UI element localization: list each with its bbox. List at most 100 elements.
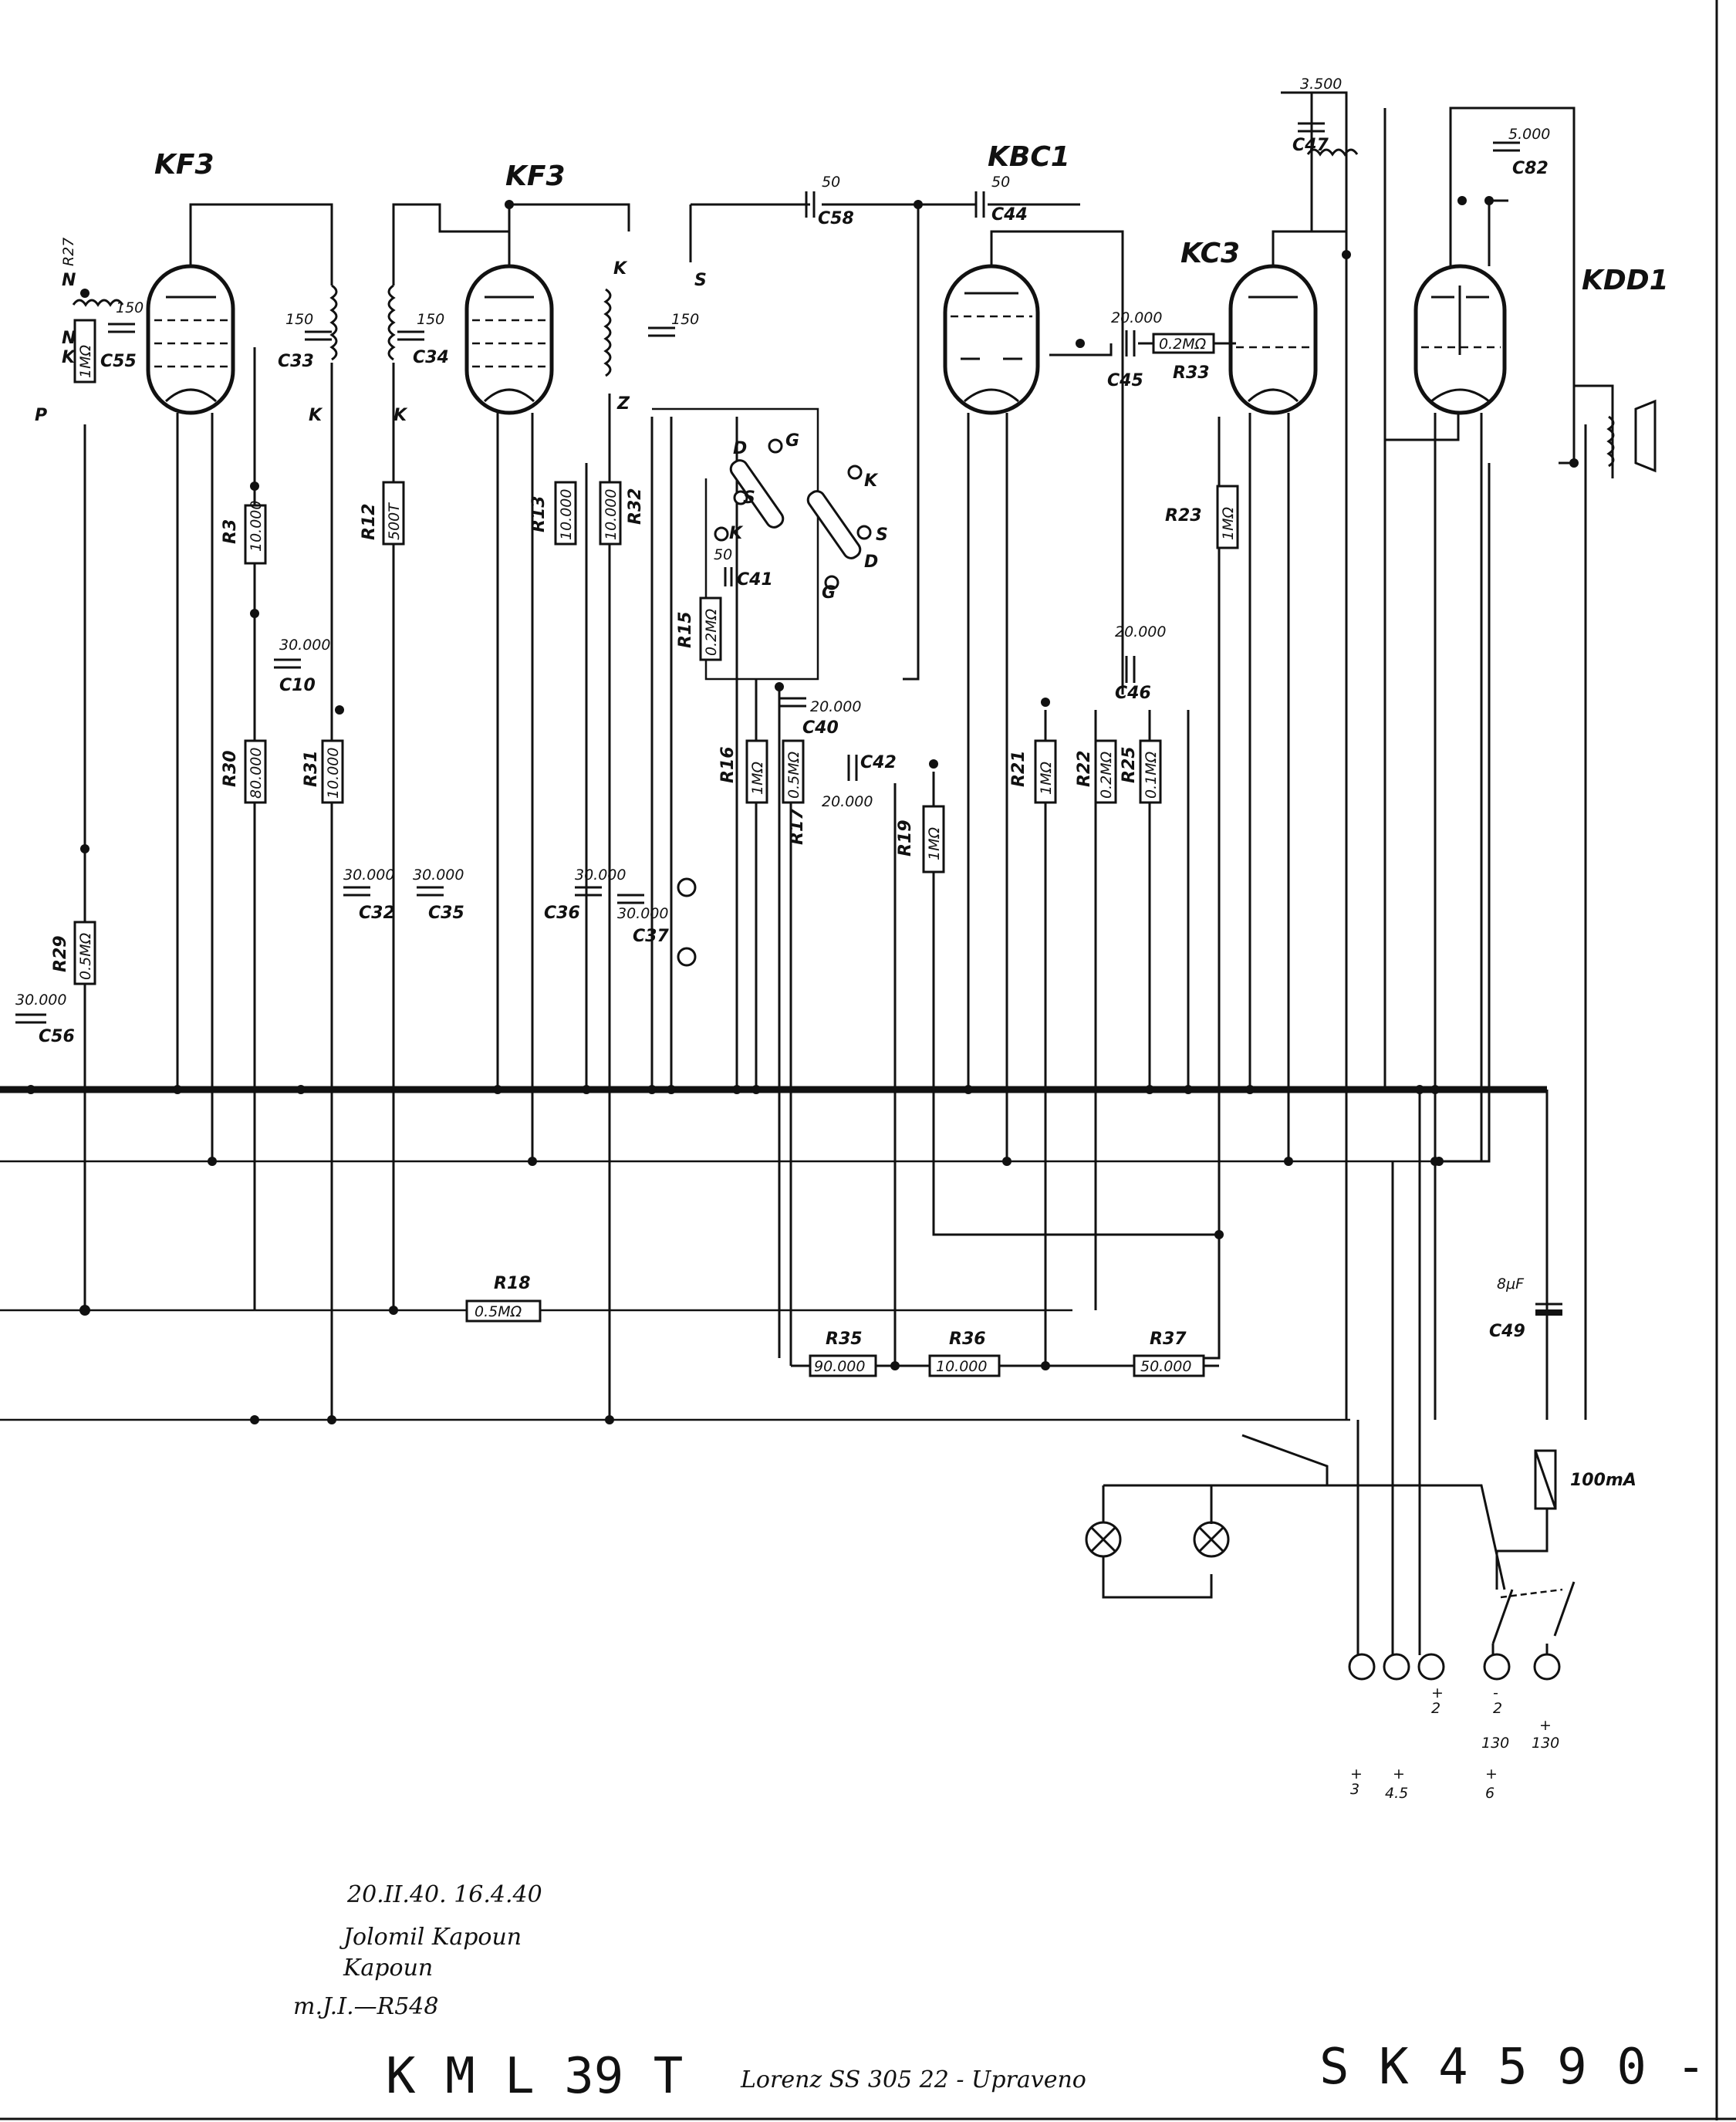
vertical-leads	[83, 255, 1587, 1420]
r35-value: 90.000	[814, 1358, 865, 1375]
tube-kc3: KC3	[1180, 238, 1318, 415]
terminal-label: 130	[1532, 1735, 1559, 1752]
plate-wiring	[189, 91, 1614, 694]
resistor-r21	[1034, 739, 1057, 804]
r12-name: R12	[360, 503, 379, 540]
resistor-r19	[922, 805, 945, 873]
resistor-r18	[465, 1299, 542, 1323]
switch-mark-g: G	[785, 431, 799, 451]
r13-name: R13	[529, 495, 549, 532]
c49-plate	[1535, 1309, 1562, 1316]
terminal-label: 4.5	[1385, 1785, 1408, 1802]
bus-lines	[0, 1086, 1547, 1421]
model-name: K M L 39 T	[386, 2048, 683, 2105]
terminals: + 2 - 2 130 + 130 + 3 + 4.5 + 6	[1348, 1090, 1561, 1802]
r32-value: 10.000	[603, 489, 620, 540]
title-block: K M L 39 T Lorenz SS 305 22 - Upraveno S…	[386, 2039, 1736, 2105]
r13-value: 10.000	[558, 489, 575, 540]
switch-terminal	[714, 526, 729, 542]
c82-value: 5.000	[1508, 126, 1550, 143]
fuse-value: 100mA	[1570, 1471, 1636, 1490]
switch-terminal	[677, 877, 697, 897]
r19-value: 1MΩ	[926, 827, 943, 860]
tube-kdd1: KDD1	[1413, 264, 1669, 415]
c46-name: C46	[1115, 684, 1151, 703]
c58-name: C58	[818, 209, 854, 228]
r15-name: R15	[676, 611, 695, 648]
r36-name: R36	[949, 1330, 986, 1349]
c10-value: 30.000	[279, 637, 330, 654]
terminal-label: +	[1350, 1766, 1363, 1782]
switch-terminal	[768, 438, 783, 454]
mark-k: K	[393, 406, 408, 425]
signature-line-2: Kapoun	[343, 1955, 433, 1982]
c32-name: C32	[359, 904, 395, 923]
mark-s: S	[694, 271, 707, 290]
terminal-label: 2	[1493, 1700, 1502, 1717]
switch-mark-d2: D	[864, 552, 878, 572]
tube-label: KF3	[505, 161, 566, 192]
tube-label: KBC1	[988, 141, 1070, 173]
tube-filament	[483, 388, 535, 403]
c34-name: C34	[413, 348, 449, 367]
cosc-value: 150	[671, 311, 699, 328]
r32-name: R32	[626, 488, 645, 525]
c35-name: C35	[428, 904, 464, 923]
terminal-label: 2	[1431, 1700, 1440, 1717]
terminal-label: 130	[1481, 1735, 1509, 1752]
r27-value: 1MΩ	[77, 345, 94, 378]
mark-k: K	[309, 406, 323, 425]
mark-k: K	[62, 348, 76, 367]
r30-name: R30	[221, 750, 240, 787]
resistor-r15	[699, 596, 722, 661]
switch-mark-s2: S	[876, 525, 888, 545]
c44-value: 50	[991, 174, 1010, 191]
r37-name: R37	[1150, 1330, 1187, 1349]
r33-value: 0.2MΩ	[1159, 336, 1207, 353]
c56-name: C56	[39, 1027, 75, 1046]
r25-value: 0.1MΩ	[1143, 751, 1160, 799]
c82-name: C82	[1512, 159, 1549, 178]
r31-name: R31	[302, 750, 321, 787]
r12-value: 500T	[386, 502, 403, 540]
mark-k: K	[613, 259, 628, 279]
switch-mark-g2: G	[822, 583, 836, 603]
c33-name: C33	[278, 352, 314, 371]
c33-value: 150	[285, 311, 313, 328]
input-coil	[72, 299, 124, 307]
output-choke	[1306, 148, 1359, 157]
r22-name: R22	[1075, 750, 1094, 787]
r18-value: 0.5MΩ	[475, 1303, 522, 1320]
c35-value: 30.000	[413, 867, 464, 884]
tube-label: KF3	[154, 149, 214, 181]
r21-name: R21	[1009, 750, 1028, 787]
r35-name: R35	[826, 1330, 863, 1349]
r3-name: R3	[221, 519, 240, 544]
c47-name: C47	[1292, 136, 1329, 155]
tube-kbc1: KBC1	[943, 141, 1070, 415]
terminal-3	[1417, 1653, 1445, 1681]
resistor-r27	[73, 319, 96, 384]
switch-terminal	[847, 465, 863, 480]
r23-value: 1MΩ	[1220, 507, 1237, 540]
signature-line-1: Jolomil Kapoun	[339, 1924, 522, 1951]
r15-value: 0.2MΩ	[703, 608, 720, 656]
tube-filament	[1247, 388, 1299, 403]
resistor-r22	[1094, 739, 1117, 804]
r18-name: R18	[494, 1274, 531, 1293]
c56-value: 30.000	[15, 992, 66, 1009]
c45-name: C45	[1107, 371, 1143, 390]
r25-name: R25	[1120, 746, 1139, 783]
coils	[72, 148, 1657, 473]
terminal-2	[1383, 1653, 1410, 1681]
r36-value: 10.000	[936, 1358, 987, 1375]
resistor-r29	[73, 921, 96, 985]
resistor-r31	[321, 739, 344, 804]
resistor-r30	[244, 739, 267, 804]
terminal-4	[1483, 1653, 1511, 1681]
c58-value: 50	[822, 174, 840, 191]
mark-p: P	[35, 406, 47, 425]
c49-value: 8μF	[1497, 1276, 1525, 1292]
wave-switch: D G S K K S D G	[652, 407, 888, 967]
